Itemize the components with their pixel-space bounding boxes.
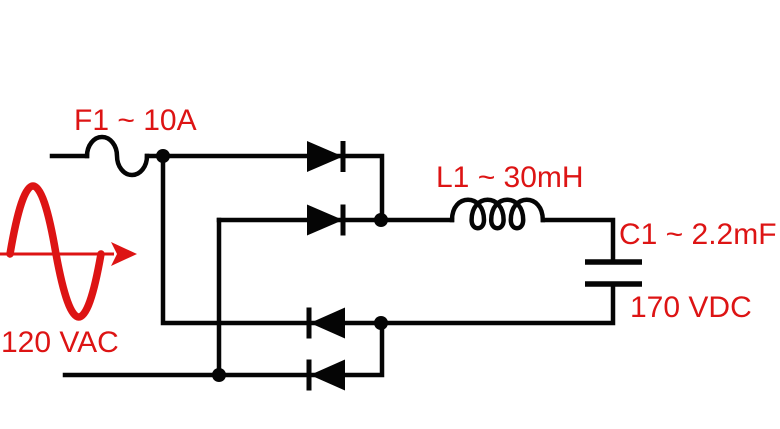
fuse-label: F1 ~ 10A [74, 104, 197, 137]
junction-dots [156, 149, 388, 382]
junction-dot [212, 368, 226, 382]
ac-source-icon [0, 182, 137, 321]
source-label: 120 VAC [1, 326, 119, 359]
capacitor-symbol [585, 259, 642, 287]
inductor-label: L1 ~ 30mH [436, 161, 584, 194]
sine-wave-icon [6, 182, 105, 321]
wire-top-rail [144, 153, 385, 223]
wire-bottom-rail [62, 320, 385, 378]
inductor-symbol [449, 197, 546, 231]
capacitor-label: C1 ~ 2.2mF [619, 218, 777, 251]
wire-positive-rail-right [540, 217, 616, 265]
sine-axis-arrowhead [111, 242, 137, 266]
diode-bridge [306, 141, 346, 391]
diode-4-icon [306, 359, 345, 391]
junction-dot [374, 213, 388, 227]
diode-1-icon [307, 141, 346, 172]
fuse-symbol [84, 134, 150, 178]
diode-2-icon [307, 204, 346, 236]
junction-dot [156, 149, 170, 163]
output-label: 170 VDC [630, 291, 752, 324]
diode-3-icon [306, 307, 345, 339]
junction-dot [374, 316, 388, 330]
